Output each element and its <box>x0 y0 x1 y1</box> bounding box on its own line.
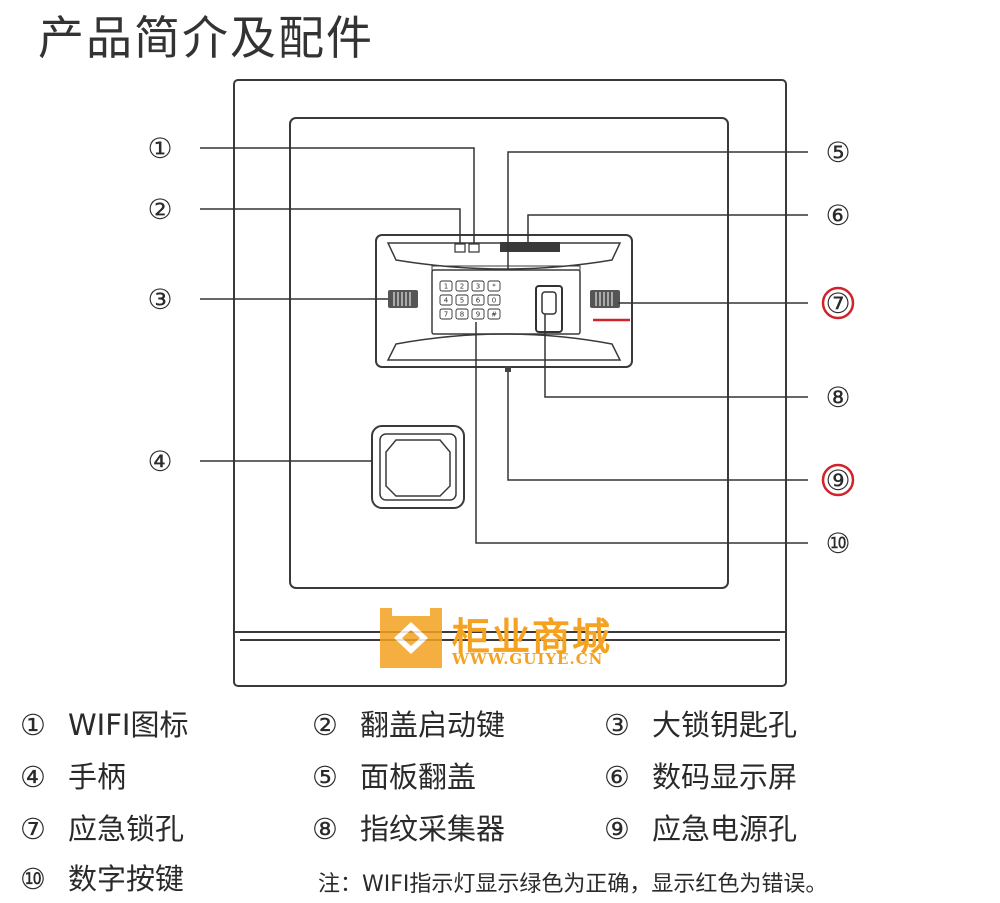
callout-number: ⑤ <box>825 136 850 169</box>
keypad-key-label: * <box>492 283 496 291</box>
page-title: 产品简介及配件 <box>38 11 374 65</box>
callout-number: ⑥ <box>825 199 850 232</box>
keypad-key-label: 4 <box>444 297 449 305</box>
keypad-key-label: 7 <box>444 311 448 319</box>
safe-door <box>289 117 729 589</box>
watermark-logo <box>380 608 442 668</box>
keypad-key <box>455 308 469 320</box>
handle <box>371 425 465 509</box>
callout-number: ⑩ <box>825 527 850 560</box>
keypad-key <box>471 294 485 306</box>
safe-body <box>233 79 787 687</box>
main-keyhole <box>388 290 418 308</box>
keypad: 1 2 3 * 4 5 6 0 7 8 9 # <box>439 280 501 320</box>
callout-highlight-circle <box>821 286 855 320</box>
keypad-key <box>439 294 453 306</box>
keypad-key <box>487 294 501 306</box>
keypad-key-label: 2 <box>460 283 464 291</box>
keypad-key <box>471 308 485 320</box>
emergency-keyhole <box>590 290 620 308</box>
keypad-key <box>487 280 501 292</box>
watermark-url: WWW.GUIYE.CN <box>452 650 604 668</box>
keypad-key <box>455 294 469 306</box>
keypad-key <box>455 280 469 292</box>
keypad-key-label: 8 <box>460 311 464 319</box>
safe-base <box>234 631 786 641</box>
keypad-key <box>439 280 453 292</box>
callout-number: ② <box>147 193 172 226</box>
keypad-key-label: 5 <box>460 297 464 305</box>
keypad-key-label: # <box>491 311 497 319</box>
keypad-key-label: 3 <box>476 283 480 291</box>
digital-display <box>500 242 560 252</box>
callout-highlight-circle <box>821 463 855 497</box>
callout-number: ① <box>147 132 172 165</box>
callout-number: ④ <box>147 445 172 478</box>
key-holes <box>388 290 620 308</box>
keypad-key-label: 0 <box>492 297 496 305</box>
callout-number: ③ <box>147 283 172 316</box>
power-hole <box>505 366 511 372</box>
keypad-key <box>487 308 501 320</box>
callout-number: ⑨ <box>825 464 850 497</box>
note-text: 注：WIFI指示灯显示绿色为正确，显示红色为错误。 <box>318 872 828 897</box>
fingerprint-reader <box>535 285 563 333</box>
keypad-key <box>471 280 485 292</box>
callout-number: ⑦ <box>825 287 850 320</box>
keypad-key-label: 1 <box>444 283 448 291</box>
keypad-key <box>439 308 453 320</box>
keypad-key-label: 9 <box>476 311 480 319</box>
keypad-key-label: 6 <box>476 297 481 305</box>
wifi-icon <box>454 243 480 253</box>
watermark-name: 柜业商城 <box>452 615 613 659</box>
callout-number: ⑧ <box>825 381 850 414</box>
control-panel <box>375 234 633 368</box>
